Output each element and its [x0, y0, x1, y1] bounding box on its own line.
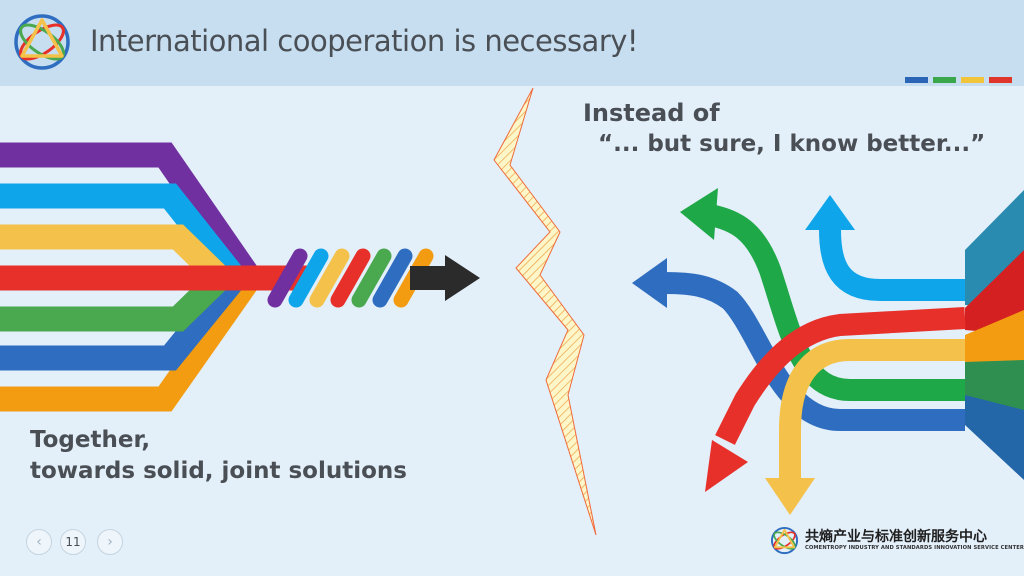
page-number: 11	[60, 529, 86, 555]
ribbon-light-blue	[0, 183, 245, 286]
brand-name-en: COMENTROPY INDUSTRY AND STANDARDS INNOVA…	[805, 545, 1024, 551]
arrowhead-red	[705, 440, 748, 492]
chevron-right-icon: ›	[107, 534, 113, 550]
strip-yellow	[961, 77, 984, 83]
instead-heading: Instead of	[583, 99, 720, 127]
ribbon-green	[0, 269, 229, 332]
strip-blue	[905, 77, 928, 83]
prev-page-button[interactable]: ‹	[26, 529, 52, 555]
ribbon-green-arrow	[707, 204, 965, 401]
strip-green	[933, 77, 956, 83]
ribbon-light-blue-arrow	[819, 229, 965, 301]
ribbon-orange	[0, 265, 300, 412]
arrowhead-green	[680, 188, 718, 240]
instead-quote: “... but sure, I know better...”	[598, 131, 986, 157]
ribbon-red-arrow	[715, 307, 966, 445]
ribbon-purple	[0, 142, 300, 291]
brand-logo-icon	[770, 526, 799, 555]
strip-red	[989, 77, 1012, 83]
arrowhead-light-blue	[805, 195, 855, 230]
converging-ribbons	[0, 142, 310, 412]
ribbon-yellow-arrow	[779, 339, 965, 480]
page-title: International cooperation is necessary!	[90, 24, 639, 58]
together-line-2: towards solid, joint solutions	[30, 458, 407, 484]
lightning-bolt	[493, 87, 597, 536]
next-page-button[interactable]: ›	[97, 529, 123, 555]
arrowhead-yellow	[765, 478, 815, 515]
together-line-1: Together,	[30, 427, 151, 453]
logo-icon	[14, 14, 70, 70]
chevron-left-icon: ‹	[36, 534, 42, 550]
brand-name-zh: 共熵产业与标准创新服务中心	[805, 529, 987, 545]
ribbon-blue-arrow	[664, 272, 965, 431]
color-strips	[905, 77, 1012, 83]
ribbon-blue	[0, 270, 245, 371]
arrowhead-blue	[632, 258, 667, 308]
header-bar	[0, 0, 1024, 86]
ribbon-yellow	[0, 224, 229, 287]
braided-rope	[267, 248, 434, 308]
diverging-ribbons	[632, 188, 1024, 515]
arrow-right-icon	[410, 255, 480, 301]
